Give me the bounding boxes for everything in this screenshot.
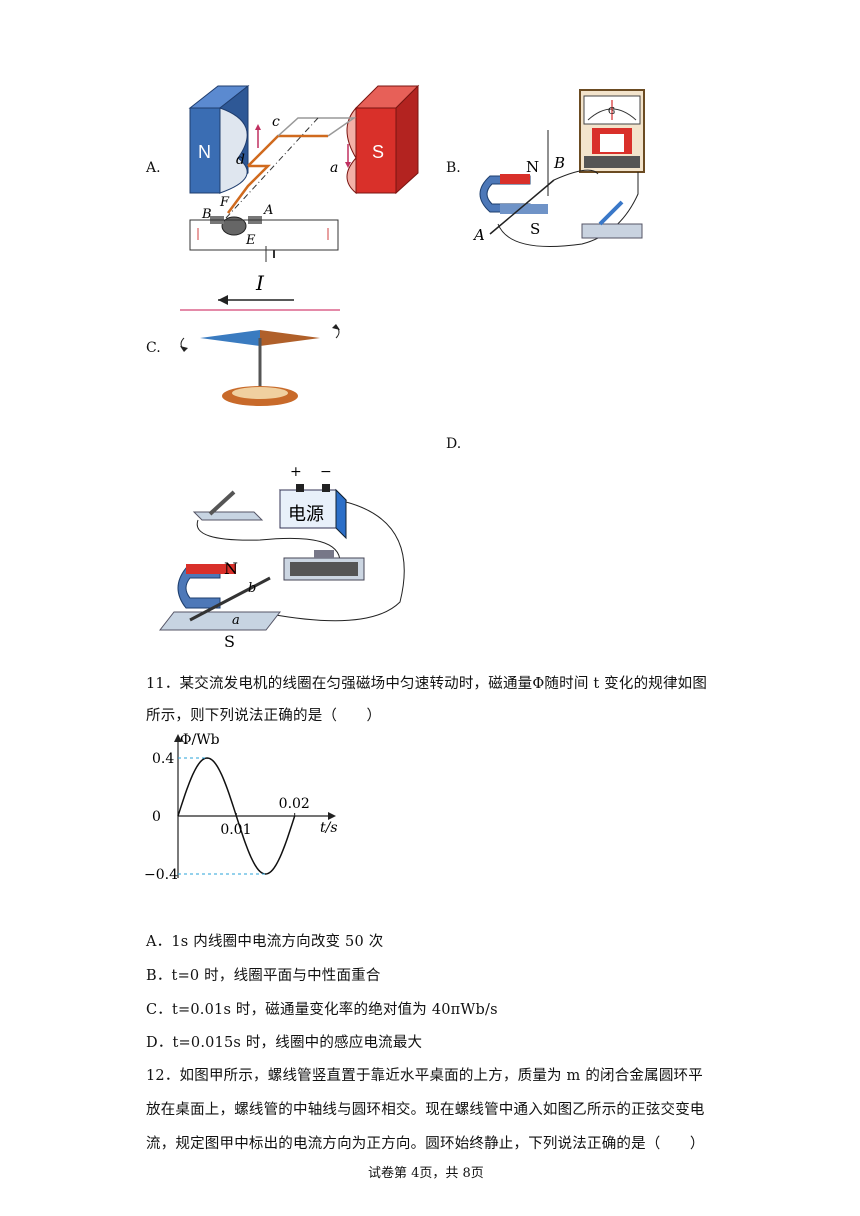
figure-a-motor: N S c d a F B A E	[188, 84, 420, 262]
fig-d-b: b	[248, 581, 256, 596]
fig-b-A: A	[472, 226, 485, 244]
fig-b-g: G	[608, 107, 615, 117]
flux-time-chart: Φ/Wb t/s 0.4 0 −0.4 0.01 0.02	[144, 732, 338, 883]
figure-b-galvanometer: G N B S A	[472, 89, 645, 247]
fig-a-A: A	[263, 203, 273, 218]
y-tick-label: 0	[152, 809, 161, 825]
fig-d-plus: +	[290, 464, 302, 480]
x-axis-arrow	[328, 812, 336, 820]
fig-b-s: S	[530, 220, 540, 238]
q12-line1: 12．如图甲所示，螺线管竖直置于靠近水平桌面的上方，质量为 m 的闭合金属圆环平	[146, 1068, 703, 1084]
y-tick-label: −0.4	[144, 867, 178, 883]
fig-a-s: S	[372, 142, 384, 162]
q11-option-a: A．1s 内线圈中电流方向改变 50 次	[146, 934, 384, 950]
fig-d-source: 电源	[288, 504, 324, 525]
fig-a-c: c	[272, 114, 280, 130]
fig-a-d: d	[236, 152, 245, 168]
option-c-label: C.	[146, 340, 161, 356]
q12-line2: 放在桌面上，螺线管的中轴线与圆环相交。现在螺线管中通入如图乙所示的正弦交变电	[146, 1102, 705, 1118]
y-tick-label: 0.4	[152, 751, 174, 767]
fig-a-b: B	[201, 207, 212, 222]
fig-d-a: a	[232, 613, 240, 628]
y-axis-arrow	[174, 734, 182, 742]
fig-a-f: F	[219, 195, 230, 210]
fig-d-n: N	[224, 559, 238, 578]
q11-option-b: B．t=0 时，线圈平面与中性面重合	[146, 968, 381, 984]
fig-a-n: N	[198, 142, 211, 162]
fig-c-i: I	[255, 271, 265, 295]
figure-d-circuit: + − 电源 N S b a	[158, 464, 405, 651]
q11-option-d: D．t=0.015s 时，线圈中的感应电流最大	[146, 1035, 423, 1051]
option-b-label: B.	[446, 160, 461, 176]
page-footer: 试卷第 4页，共 8页	[368, 1166, 484, 1181]
q11-option-c: C．t=0.01s 时，磁通量变化率的绝对值为 40πWb/s	[146, 1002, 498, 1018]
x-tick-label: 0.01	[220, 822, 251, 838]
y-axis-label: Φ/Wb	[180, 732, 220, 748]
fig-d-minus: −	[320, 464, 332, 480]
option-a-label: A.	[146, 160, 161, 176]
option-d-label: D.	[446, 436, 462, 452]
fig-b-B: B	[553, 154, 565, 172]
fig-a-a: a	[330, 160, 338, 176]
figure-c-compass: I	[180, 271, 340, 406]
fig-a-e: E	[245, 233, 256, 248]
x-tick-label: 0.02	[279, 796, 310, 812]
q11-stem-line2: 所示，则下列说法正确的是（ ）	[146, 708, 382, 724]
q11-stem-line1: 11．某交流发电机的线圈在匀强磁场中匀速转动时，磁通量Φ随时间 t 变化的规律如…	[146, 676, 708, 692]
fig-d-s: S	[224, 632, 235, 651]
x-axis-label: t/s	[320, 820, 338, 836]
q12-line3: 流，规定图甲中标出的电流方向为正方向。圆环始终静止，下列说法正确的是（ ）	[146, 1136, 705, 1152]
fig-b-n: N	[526, 158, 539, 176]
